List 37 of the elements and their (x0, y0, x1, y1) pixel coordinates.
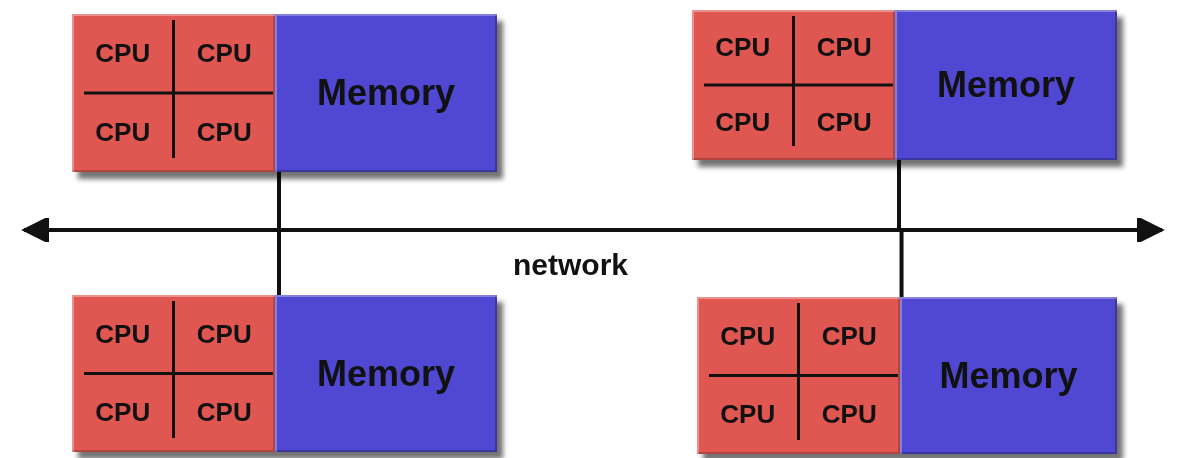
computer-node (72, 14, 497, 172)
cpu-label: CPU (821, 320, 877, 352)
cpu-label: CPU (95, 397, 151, 429)
connector-line (277, 172, 281, 228)
connector-line (899, 232, 904, 297)
cpu-label: CPU (715, 32, 771, 63)
cpu-label: CPU (196, 397, 252, 429)
cpu-label: CPU (821, 399, 877, 431)
cpu-label: CPU (196, 318, 252, 350)
cpu-block (697, 297, 900, 454)
connector-line (277, 232, 281, 295)
cpu-block (72, 295, 275, 452)
cpu-label: CPU (816, 107, 872, 138)
memory-block (895, 10, 1117, 160)
memory-label: Memory (316, 72, 455, 114)
memory-label: Memory (939, 354, 1078, 397)
memory-block (275, 295, 497, 452)
computer-node (692, 10, 1117, 160)
memory-block (900, 297, 1117, 454)
memory-block (275, 14, 497, 172)
cpu-block (692, 10, 895, 160)
connector-line (897, 160, 901, 228)
network-label: network (513, 248, 629, 282)
cpu-label: CPU (720, 320, 776, 352)
cpu-label: CPU (95, 117, 151, 148)
cpu-label: CPU (95, 318, 151, 350)
computer-node (697, 297, 1117, 454)
cpu-block (72, 14, 275, 172)
memory-label: Memory (936, 64, 1075, 106)
cpu-label: CPU (715, 107, 771, 138)
memory-label: Memory (316, 352, 455, 395)
cpu-label: CPU (95, 38, 151, 69)
computer-node (72, 295, 497, 452)
cpu-label: CPU (196, 117, 252, 148)
cpu-label: CPU (816, 32, 872, 63)
cpu-label: CPU (720, 399, 776, 431)
cpu-label: CPU (196, 38, 252, 69)
